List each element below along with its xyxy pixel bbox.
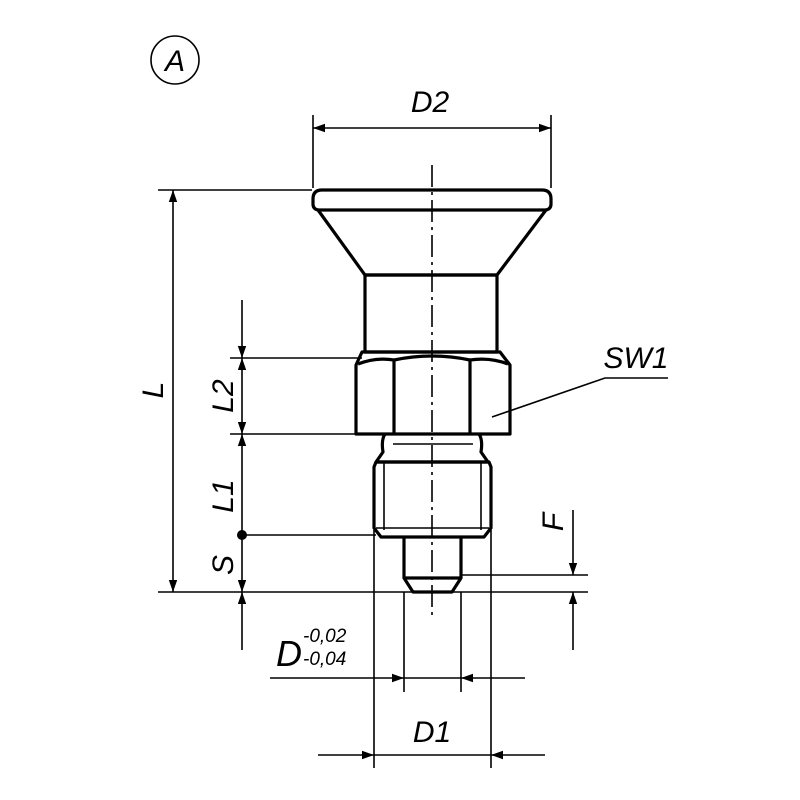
l1-label: L1 [207, 479, 240, 512]
f-label: F [537, 511, 570, 531]
d-tolerance-lower: -0,04 [303, 649, 346, 670]
dimension-sw1: SW1 [491, 342, 669, 418]
dimension-d2: D2 [312, 86, 552, 188]
dimension-d1: D1 [318, 530, 545, 768]
dimension-l: L [137, 189, 588, 593]
hex-nut [354, 350, 512, 436]
s-label: S [207, 555, 240, 575]
dimension-d: D -0,02 -0,04 [270, 592, 525, 692]
l-label: L [137, 382, 170, 399]
d2-label: D2 [411, 86, 450, 119]
view-marker: A [150, 35, 200, 85]
d-label: D [276, 633, 302, 674]
view-marker-label: A [163, 45, 185, 78]
d-tolerance-upper: -0,02 [303, 626, 347, 647]
threaded-body [372, 460, 493, 539]
l2-label: L2 [207, 379, 240, 413]
d1-label: D1 [413, 716, 451, 749]
dimension-f: F [462, 510, 588, 650]
sw1-label: SW1 [603, 342, 668, 375]
dimension-l2-l1-s: L2 L1 S [207, 300, 376, 650]
knob-neck [363, 273, 499, 354]
plunger-part [311, 165, 553, 620]
